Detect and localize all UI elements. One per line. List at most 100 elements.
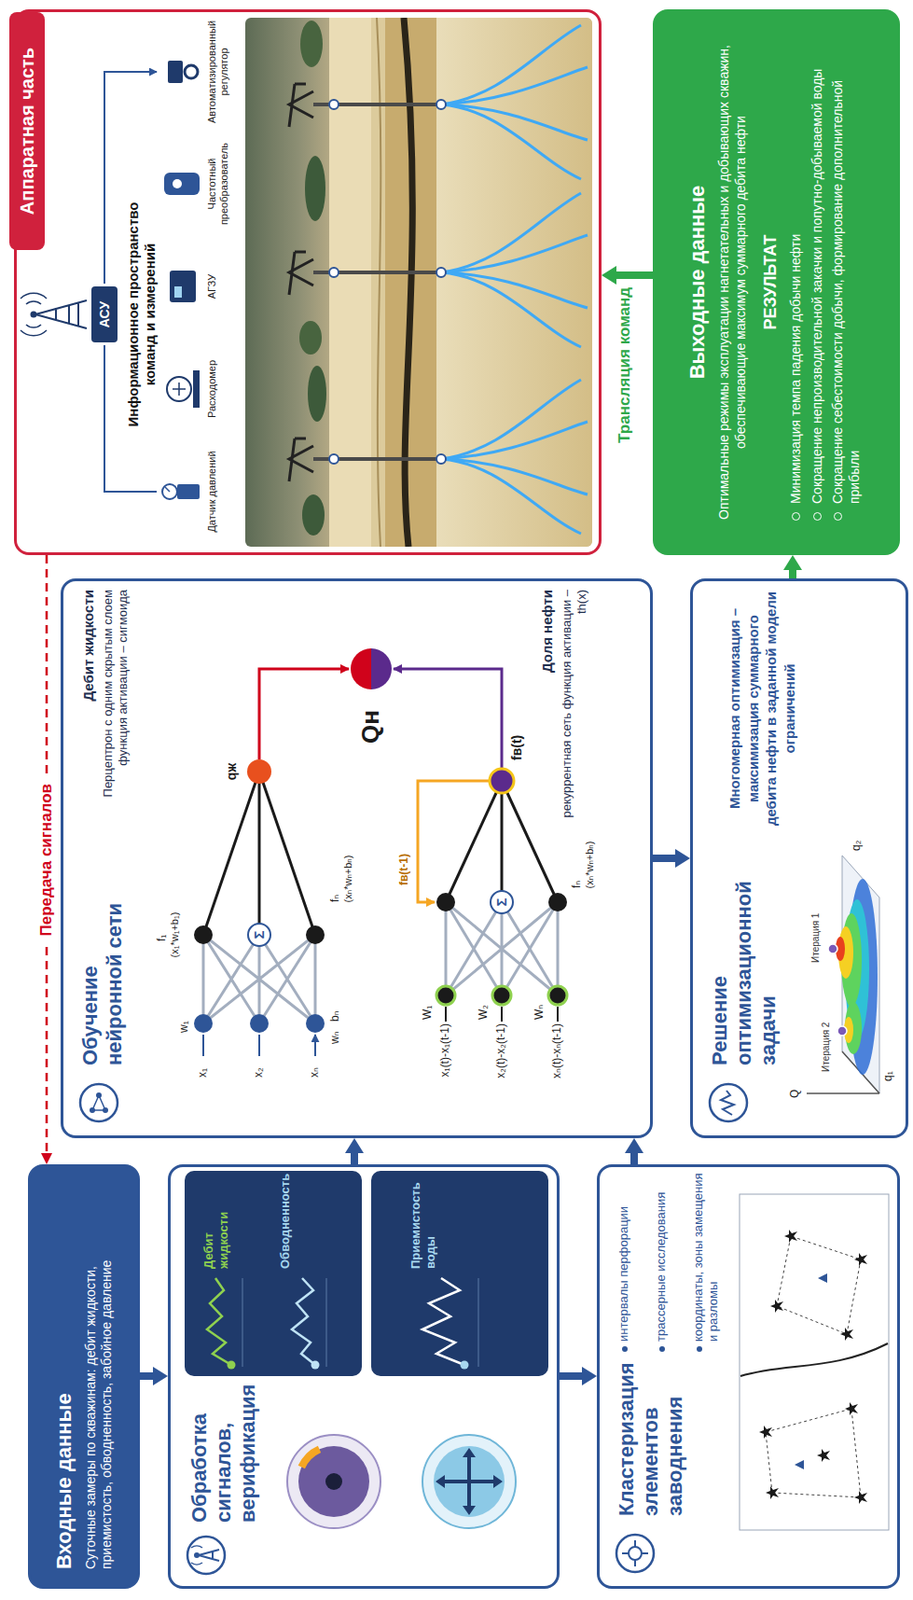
diagram-label: (x₁*w₁+b₁) [168,892,181,977]
box-title: Обучение нейронной сети [78,850,127,1066]
use-shape [441,193,588,347]
ellipse-shape [299,320,322,355]
rect-shape [193,370,200,408]
rect-shape [169,270,196,303]
path-shape [376,17,381,547]
box-title: Решение оптимизационной задачи [707,864,781,1066]
diagram-label: q₂ [849,840,863,851]
bullet-text: трассерные исследования [653,1168,669,1342]
path-shape [289,438,314,482]
control-system-box: АСУ [91,286,118,343]
diagram-label: (xₙ*wₙ+bₙ) [342,836,355,921]
panel-tab: Аппаратная часть [9,12,45,250]
network-name: Доля нефти [539,589,556,818]
diagram-label: q₁ [881,1070,895,1081]
path-shape [172,382,186,396]
edge-label: Трансляция команд [615,287,635,451]
polyline-shape [776,1235,861,1334]
bullet-text: интервалы перфорации [616,1168,632,1342]
diagram-label: qж [223,752,240,790]
use-shape [816,1448,830,1462]
rect-shape [329,17,372,547]
circle-shape [287,1434,381,1528]
edge-label: Передача сигналов [37,777,56,942]
circle-shape [436,892,456,912]
circle-shape [548,892,568,912]
box-text: Оптимальные режимы эксплуатации нагнетат… [715,40,749,525]
circle-shape [30,311,38,319]
flow-connector [559,1371,582,1380]
rect-shape [436,17,593,547]
optimization-graphics [709,855,880,1121]
path-shape [442,1454,496,1508]
use-shape [770,1299,784,1313]
circle-shape [329,267,339,277]
diagram-label: xₙ(t)-xₙ(t-1) [550,1023,564,1121]
path-shape [191,1545,203,1564]
path-shape [445,780,558,902]
g-shape [289,251,314,295]
bullet-text: координаты, зоны замещения и разломы [691,1168,722,1342]
diagram-label: fₙ [328,894,342,902]
circle-shape [616,1534,654,1572]
circle-shape [422,1434,516,1528]
output-box: Выходные данныеОптимальные режимы эксплу… [652,9,900,555]
ellipse-shape [302,494,325,536]
circle-shape [305,1013,325,1033]
circle-shape [709,1083,747,1121]
use-shape [441,379,588,534]
circle-shape [184,65,198,79]
rect-shape [245,17,334,547]
polyline-shape [291,1277,316,1365]
circle-shape [80,1083,118,1121]
path-shape [289,83,314,127]
diagram-label: xₙ [307,1066,321,1078]
rect-shape [385,17,437,547]
circle-shape [166,376,192,402]
path-shape [20,292,47,335]
circle-shape [436,99,446,110]
circle-shape [305,925,325,944]
polyline-shape [207,1277,232,1365]
network-name: Дебит жидкости [80,589,97,828]
diagram-label: Частотный преобразователь [206,131,231,236]
circle-shape [193,1013,213,1033]
circle-shape [659,1345,665,1352]
path-shape [203,771,316,935]
circle-shape [696,1345,703,1352]
diagram-label: (xₙ*wₙ+bₙ) [583,822,596,907]
diagram-label: fₙ [569,880,583,888]
circle-shape [490,890,513,913]
circle-shape [89,1106,96,1113]
flow-connector [630,1152,638,1164]
ellipse-shape [844,1001,862,1054]
diagram-label: Σ [250,926,268,942]
signal-name: Обводненность [277,1175,293,1269]
process-box: Обработка сигналов, верификацияДебит жид… [167,1163,560,1589]
diagram-label: x₁ [195,1067,209,1078]
use-shape [441,25,588,180]
path-shape [350,648,372,690]
circle-shape [102,1106,109,1113]
use-shape [854,1490,868,1504]
polyline-shape [765,1408,861,1497]
path-shape [35,300,87,329]
diagram-label: Итерация 1 [810,913,822,963]
use-shape [817,1272,828,1283]
network-note: Перцептрон с одним скрытым слоем функция… [100,589,132,828]
circle-shape [247,759,272,784]
circle-shape [193,1551,200,1558]
path-shape [435,1447,503,1515]
circle-shape [193,925,213,944]
circle-shape [622,1345,628,1352]
use-shape [794,1459,804,1469]
rect-shape [329,17,593,547]
circle-shape [172,179,182,189]
circle-shape [249,1013,269,1033]
flow-connector [652,854,676,862]
flow-connector [788,569,797,579]
box-title: Кластеризация элементов заводнения [614,1352,688,1516]
network-note: рекуррентная сеть функция активации – th… [559,589,591,818]
circle-shape [628,1546,642,1560]
